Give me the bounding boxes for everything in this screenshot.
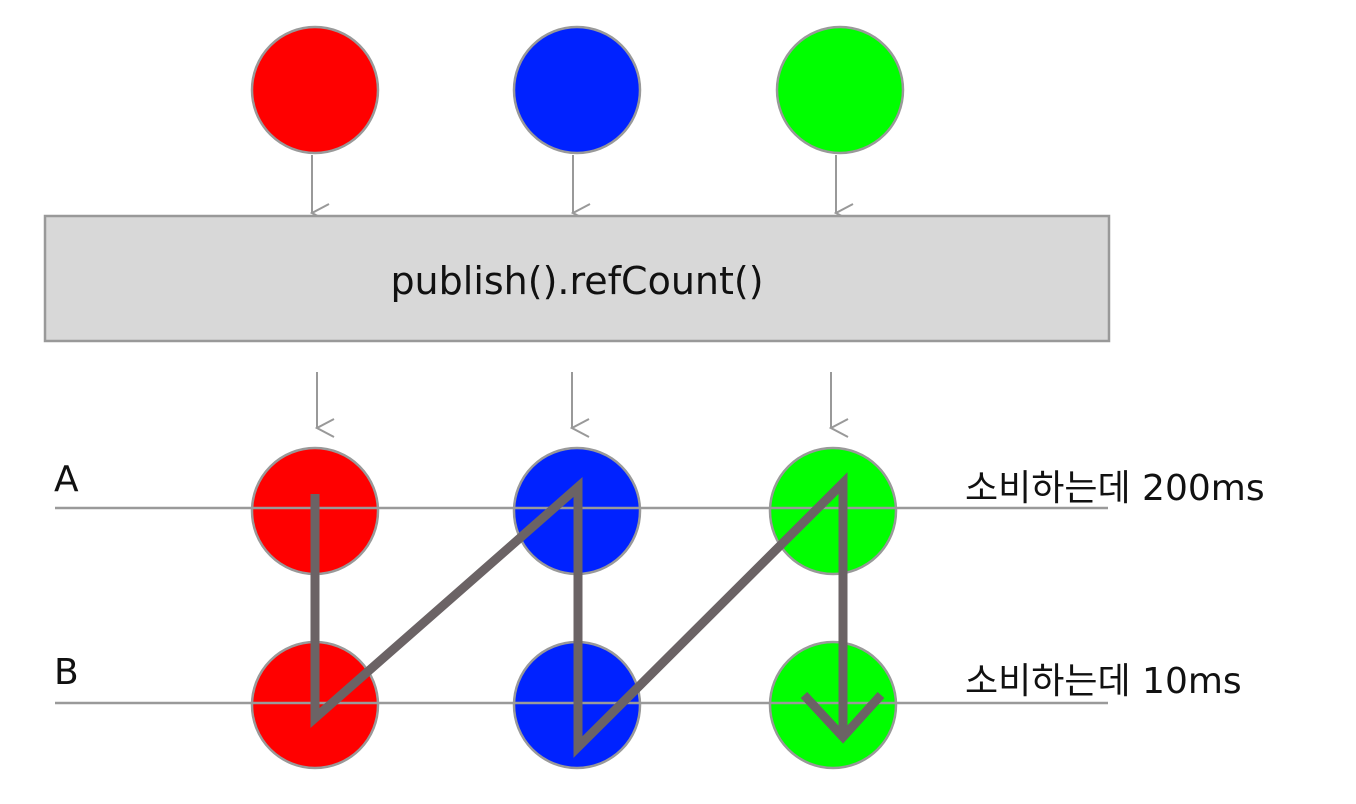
subscriber-b-note: 소비하는데 10ms [965,661,1242,702]
subscriber-a-note: 소비하는데 200ms [965,468,1265,509]
operator-rect [43,214,1111,343]
subscriber-b-marble-green [768,640,898,770]
consumption-flow-path [310,472,848,758]
output-arrows [317,372,831,428]
source-marble-red [250,25,380,155]
subscriber-b-marbles [250,640,898,770]
flow-end-arrowhead [800,691,885,744]
input-arrows [312,155,836,213]
operator-box: publish().refCount() [43,214,1111,343]
subscriber-a-label: A [54,459,79,500]
source-marble-blue [512,25,642,155]
operator-label: publish().refCount() [390,259,763,303]
source-marble-green [775,25,905,155]
subscriber-b-label: B [54,652,79,693]
subscriber-a-marble-green [768,446,898,576]
source-marbles [250,25,905,155]
